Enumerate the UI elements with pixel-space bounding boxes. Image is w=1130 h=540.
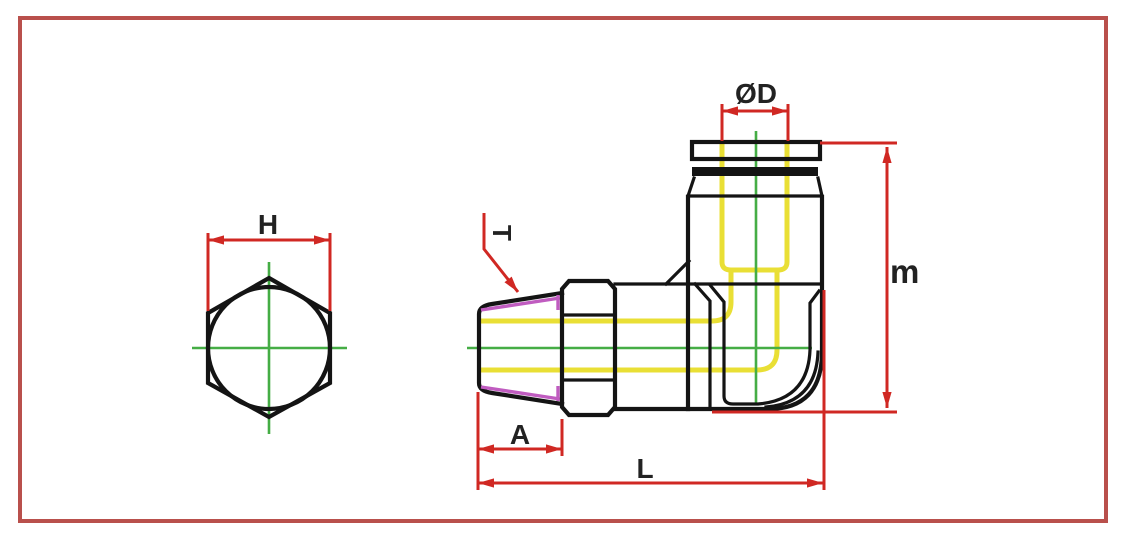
dimension-H: H — [206, 209, 332, 311]
label-overall-length: L — [636, 453, 653, 484]
dimension-m: m — [712, 141, 919, 414]
bore-upper-path — [478, 270, 734, 324]
thread-leader: T — [482, 213, 520, 293]
elbow-fitting-side-view — [467, 131, 825, 418]
collet-ring — [692, 167, 818, 176]
dimension-L-extension-lines — [476, 290, 826, 490]
nut-facet-lines — [560, 313, 617, 382]
male-thread — [476, 290, 565, 407]
body-right-and-bottom-edge — [612, 194, 825, 412]
label-thread: T — [487, 225, 517, 241]
hex-end-view: H — [192, 209, 347, 434]
thread-leader-line — [482, 213, 520, 293]
label-tube-diameter: ØD — [735, 78, 777, 109]
dimension-L: L — [476, 290, 826, 490]
thread-outline — [476, 290, 565, 407]
release-cap-outline — [689, 139, 823, 162]
label-overall-height: m — [890, 253, 919, 290]
tube-socket-outline — [719, 144, 790, 273]
dimension-H-extension-lines — [206, 233, 332, 311]
body-chamfer-line — [663, 258, 692, 287]
label-hex-across-flats: H — [258, 209, 278, 240]
inner-wall-left — [692, 281, 712, 410]
inner-elbow-contour — [707, 282, 822, 406]
hex-body-outline — [205, 275, 333, 420]
corner-chamfer-arc — [764, 350, 820, 409]
side-view-centerlines — [467, 131, 812, 404]
label-thread-length: A — [510, 419, 530, 450]
dimension-OD: ØD — [720, 78, 790, 141]
elbow-body — [612, 194, 825, 412]
drawing-border-frame — [18, 16, 1108, 523]
dimension-A: A — [478, 419, 564, 456]
hex-centerlines — [192, 262, 347, 434]
release-collar — [685, 139, 824, 199]
air-passage-lines — [478, 144, 790, 373]
collet-taper-lines — [685, 175, 824, 199]
dimensions: ØD m T A L — [476, 78, 919, 490]
thread-crest-lines — [480, 295, 561, 401]
dimension-m-extension-lines — [712, 141, 897, 414]
